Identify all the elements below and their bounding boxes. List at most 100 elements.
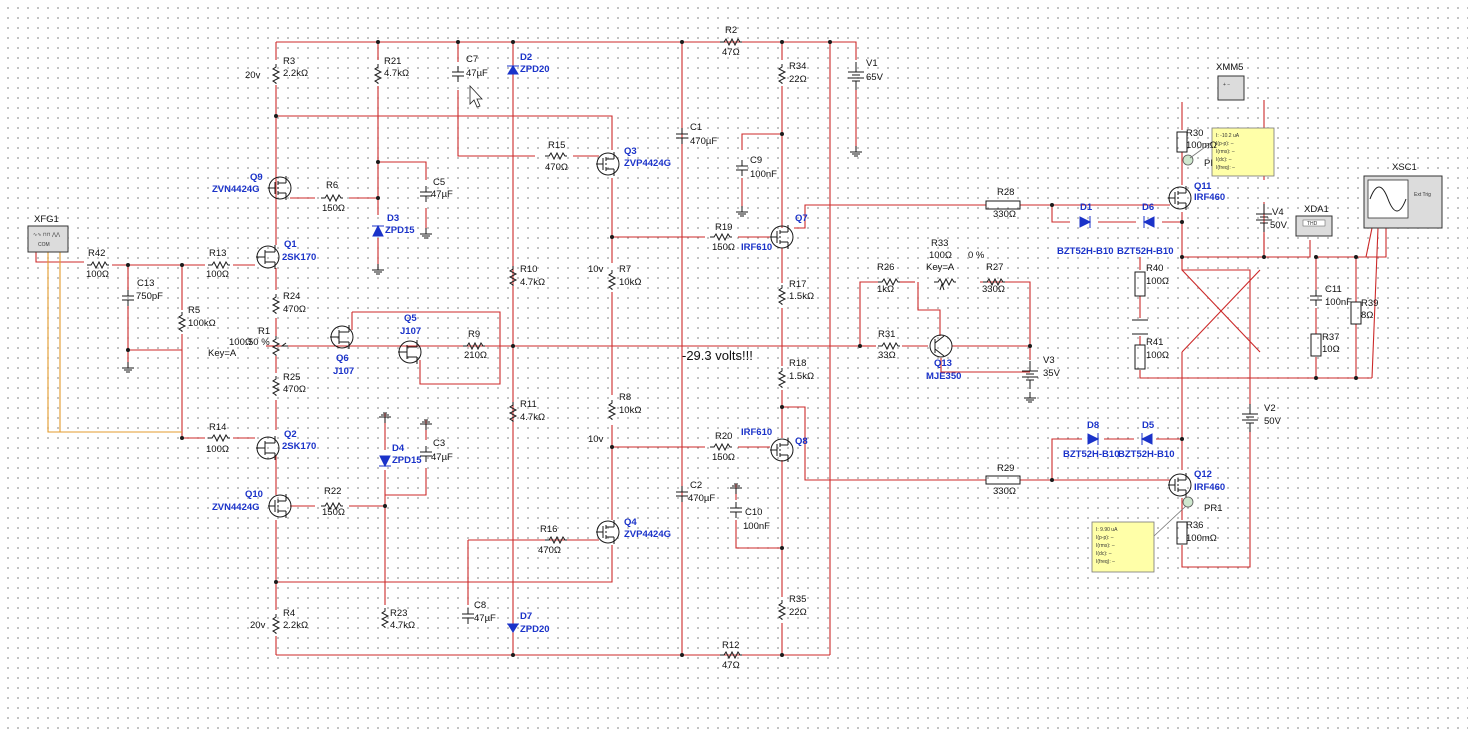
value-q12: IRF460	[1194, 482, 1225, 493]
distortion-analyzer-xda1[interactable]: THD	[1295, 215, 1333, 237]
resistor-r40[interactable]	[1134, 271, 1146, 297]
multimeter-xmm5[interactable]: + −	[1217, 75, 1245, 101]
setting-r1: 50 %	[248, 337, 270, 348]
dc-source-v3[interactable]	[1021, 360, 1039, 390]
transistor-q3[interactable]	[595, 151, 620, 177]
transistor-q13[interactable]	[929, 334, 953, 358]
label-pr1: PR1	[1204, 503, 1222, 514]
capacitor-c7[interactable]	[451, 65, 465, 83]
svg-text:+ −: + −	[1223, 82, 1230, 88]
capacitor-c8[interactable]	[461, 607, 475, 625]
resistor-r34[interactable]	[778, 63, 786, 85]
zener-d2[interactable]	[507, 65, 519, 75]
transistor-q8[interactable]	[769, 437, 794, 463]
resistor-r30[interactable]	[1176, 131, 1188, 153]
resistor-r7[interactable]	[608, 269, 616, 291]
label-q8: Q8	[795, 436, 808, 447]
resistor-r31[interactable]	[877, 342, 901, 350]
transistor-q12[interactable]	[1167, 472, 1192, 498]
resistor-r5[interactable]	[178, 311, 186, 333]
resistor-r39[interactable]	[1350, 301, 1362, 325]
resistor-r13[interactable]	[207, 261, 231, 269]
resistor-r18[interactable]	[778, 367, 786, 389]
potentiometer-r33[interactable]	[933, 278, 957, 291]
label-q9: Q9	[250, 172, 263, 183]
capacitor-c9[interactable]	[735, 159, 749, 177]
resistor-r19[interactable]	[709, 233, 733, 241]
value-r17: 1.5kΩ	[789, 291, 814, 302]
value-r7: 10kΩ	[619, 277, 641, 288]
zener-d8[interactable]	[1087, 433, 1100, 445]
transistor-q5[interactable]	[397, 339, 422, 365]
zener-d5[interactable]	[1140, 433, 1153, 445]
label-r18: R18	[789, 358, 806, 369]
ground-d3	[371, 263, 385, 275]
transistor-q7[interactable]	[769, 224, 794, 250]
resistor-r20[interactable]	[709, 443, 733, 451]
label-r19: R19	[715, 222, 732, 233]
capacitor-c-bias[interactable]	[1132, 319, 1148, 335]
capacitor-c10[interactable]	[729, 501, 743, 519]
capacitor-c11[interactable]	[1309, 289, 1323, 307]
label-q5: Q5	[404, 313, 417, 324]
resistor-r37[interactable]	[1310, 333, 1322, 357]
label-r14: R14	[209, 422, 226, 433]
value-r12: 47Ω	[722, 660, 740, 671]
resistor-r14[interactable]	[207, 434, 231, 442]
transistor-q4[interactable]	[595, 519, 620, 545]
value-r1: 100Ω	[229, 337, 252, 348]
resistor-r21[interactable]	[374, 63, 382, 85]
transistor-q11[interactable]	[1167, 185, 1192, 211]
capacitor-c13[interactable]	[121, 289, 135, 307]
value-r9: 210Ω	[464, 350, 487, 361]
label-c5: C5	[433, 177, 445, 188]
zener-d3[interactable]	[372, 224, 384, 237]
resistor-r17[interactable]	[778, 284, 786, 306]
zener-d7[interactable]	[507, 623, 519, 633]
value-q13: MJE350	[926, 371, 961, 382]
transistor-q2[interactable]	[255, 435, 280, 461]
ground-v3	[1023, 391, 1037, 403]
transistor-q6[interactable]	[329, 324, 354, 350]
resistor-r8[interactable]	[608, 399, 616, 421]
resistor-r41[interactable]	[1134, 344, 1146, 370]
label-q3: Q3	[624, 146, 637, 157]
resistor-r25[interactable]	[272, 375, 280, 397]
voltage-annotation: -29.3 volts!!!	[682, 348, 753, 363]
label-r11: R11	[520, 399, 537, 410]
function-generator-xfg1[interactable]: ∿∿ ⊓⊓ ⋀⋀ COM	[27, 225, 69, 253]
value-r29: 330Ω	[993, 486, 1016, 497]
resistor-r42[interactable]	[86, 261, 110, 269]
resistor-r29[interactable]	[985, 475, 1021, 485]
label-r7: R7	[619, 264, 631, 275]
resistor-r23[interactable]	[381, 607, 389, 629]
resistor-r24[interactable]	[272, 293, 280, 315]
value-r35: 22Ω	[789, 607, 807, 618]
transistor-q10[interactable]	[267, 493, 292, 519]
resistor-r6[interactable]	[320, 194, 344, 202]
label-q2: Q2	[284, 429, 297, 440]
current-probe-pr1[interactable]	[1182, 496, 1194, 508]
label-xda1: XDA1	[1304, 204, 1329, 215]
resistor-r4[interactable]	[272, 613, 280, 635]
potentiometer-r1[interactable]	[272, 335, 288, 357]
zener-d6[interactable]	[1142, 216, 1155, 228]
resistor-r3[interactable]	[272, 63, 280, 85]
zener-d1[interactable]	[1079, 216, 1092, 228]
dc-source-v2[interactable]	[1241, 403, 1259, 433]
oscilloscope-xsc1[interactable]: Ext Trig	[1363, 175, 1443, 229]
value-r28: 330Ω	[993, 209, 1016, 220]
dc-source-v1[interactable]	[847, 61, 865, 91]
zener-d4[interactable]	[379, 455, 391, 468]
resistor-r36[interactable]	[1176, 521, 1188, 545]
resistor-r28[interactable]	[985, 200, 1021, 210]
label-d7: D7	[520, 611, 532, 622]
xsc1-face: Ext Trig	[1414, 192, 1431, 198]
resistor-r15[interactable]	[544, 152, 568, 160]
transistor-q1[interactable]	[255, 244, 280, 270]
transistor-q9[interactable]	[267, 175, 292, 201]
wire-network	[35, 41, 1387, 656]
value-r15: 470Ω	[545, 162, 568, 173]
resistor-r35[interactable]	[778, 599, 786, 621]
